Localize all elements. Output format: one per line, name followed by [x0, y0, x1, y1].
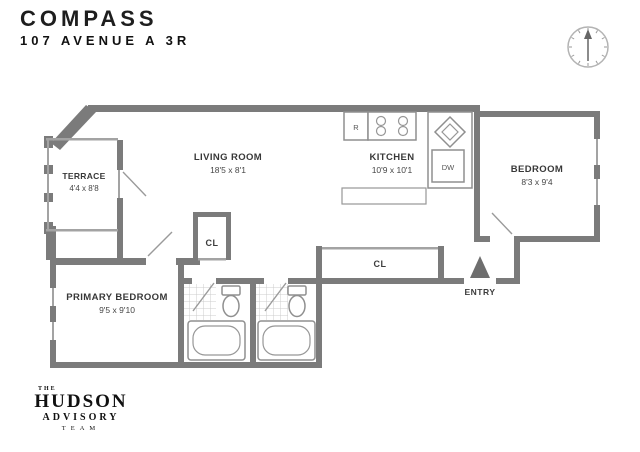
- bathtub-icon: [257, 320, 316, 361]
- toilet-icon: [222, 294, 240, 318]
- kitchen-dims: 10'9 x 10'1: [372, 165, 413, 175]
- bathroom-fixtures: [187, 285, 316, 361]
- wall-segment: [438, 246, 444, 284]
- door-leaf: [264, 282, 287, 312]
- window-line: [596, 139, 598, 165]
- window-line: [52, 288, 54, 306]
- wall-segment: [514, 236, 520, 284]
- bathtub-basin-icon: [192, 325, 241, 356]
- wall-segment: [474, 236, 490, 242]
- stove-icon: [367, 111, 417, 141]
- wall-segment: [193, 212, 231, 217]
- wall-segment: [288, 278, 322, 284]
- wall-segment: [216, 278, 256, 284]
- wall-segment: [46, 226, 56, 260]
- door-leaves: [122, 171, 513, 312]
- wall-segment: [594, 205, 600, 242]
- wall-segment: [316, 278, 452, 284]
- wall-segment: [496, 278, 520, 284]
- burner-icon: [397, 125, 409, 137]
- burner-icon: [375, 125, 387, 137]
- wall-segment: [117, 140, 123, 170]
- toilet-icon: [288, 294, 306, 318]
- walls: [44, 105, 600, 368]
- wall-segment: [50, 306, 56, 322]
- terrace-door-glass: [118, 170, 120, 198]
- refrigerator-label: R: [353, 123, 359, 132]
- kitchen-label: KITCHEN: [369, 152, 414, 163]
- dishwasher-label: DW: [442, 163, 455, 172]
- wall-segment: [594, 165, 600, 179]
- wall-segment: [178, 262, 184, 368]
- window-line: [52, 322, 54, 340]
- dishwasher-icon: [431, 149, 465, 183]
- wall-segment: [193, 212, 198, 260]
- logo-team: TEAM: [61, 425, 101, 432]
- logo-the: THE: [38, 386, 57, 392]
- door-leaf: [122, 171, 147, 197]
- wall-segment: [50, 258, 146, 265]
- closet-label: CL: [206, 238, 219, 248]
- windows-and-thin-walls: [46, 138, 598, 340]
- wall-segment: [452, 278, 464, 284]
- hudson-advisory-logo: THE HUDSON ADVISORY TEAM: [24, 386, 138, 433]
- wall-segment: [256, 278, 264, 284]
- sink-basin-icon: [441, 123, 459, 141]
- door-leaf: [192, 282, 215, 312]
- door-leaf: [491, 212, 513, 235]
- bathtub-icon: [187, 320, 246, 361]
- wall-segment: [176, 258, 200, 265]
- terrace-wall-line: [46, 138, 118, 141]
- entry-arrow-icon: [470, 256, 490, 278]
- wall-segment: [50, 362, 322, 368]
- toilet-tank-icon: [221, 285, 241, 296]
- toilet-tank-icon: [287, 285, 307, 296]
- door-leaf: [147, 231, 173, 257]
- wall-segment: [594, 111, 600, 139]
- kitchen-island-icon: [341, 187, 427, 205]
- living-room-dims: 18'5 x 8'1: [210, 165, 246, 175]
- wall-segment: [514, 236, 600, 242]
- compass-rose-icon: [567, 26, 609, 68]
- living-room-label: LIVING ROOM: [194, 152, 262, 163]
- wall-segment: [50, 258, 56, 288]
- primary-bedroom-label: PRIMARY BEDROOM: [66, 292, 168, 303]
- compass-logo: COMPASS: [20, 6, 158, 31]
- burner-icon: [397, 115, 409, 127]
- wall-segment: [184, 278, 192, 284]
- refrigerator-icon: [343, 111, 369, 141]
- closet-door-line: [198, 258, 226, 261]
- wall-segment: [88, 105, 480, 112]
- kitchen-fixtures: [341, 111, 473, 205]
- wall-segment: [117, 198, 123, 264]
- wall-segment: [474, 111, 480, 242]
- closet-label: CL: [374, 259, 387, 269]
- bathtub-basin-icon: [262, 325, 311, 356]
- closet-door-line: [322, 247, 438, 250]
- bedroom-dims: 8'3 x 9'4: [521, 177, 552, 187]
- terrace-railing-line: [47, 138, 49, 230]
- terrace-dims: 4'4 x 8'8: [69, 184, 99, 193]
- logo-advisory: ADVISORY: [42, 412, 120, 423]
- terrace-label: TERRACE: [62, 171, 105, 181]
- primary-bedroom-dims: 9'5 x 9'10: [99, 305, 135, 315]
- compass-needle-arrow: [584, 29, 592, 39]
- wall-segment: [316, 246, 322, 368]
- bedroom-label: BEDROOM: [511, 164, 563, 175]
- burner-icon: [375, 115, 387, 127]
- wall-segment: [474, 111, 600, 117]
- entry-label: ENTRY: [465, 287, 496, 297]
- window-line: [596, 179, 598, 205]
- wall-segment: [250, 278, 256, 368]
- wall-segment: [226, 212, 231, 260]
- terrace-wall-line: [46, 229, 118, 232]
- listing-address: 107 AVENUE A 3R: [20, 33, 191, 48]
- logo-hudson: HUDSON: [34, 391, 128, 412]
- wall-segment: [51, 105, 96, 150]
- sink-icon: [433, 115, 467, 149]
- compass-ticks: [569, 28, 607, 66]
- wall-segment: [50, 340, 56, 368]
